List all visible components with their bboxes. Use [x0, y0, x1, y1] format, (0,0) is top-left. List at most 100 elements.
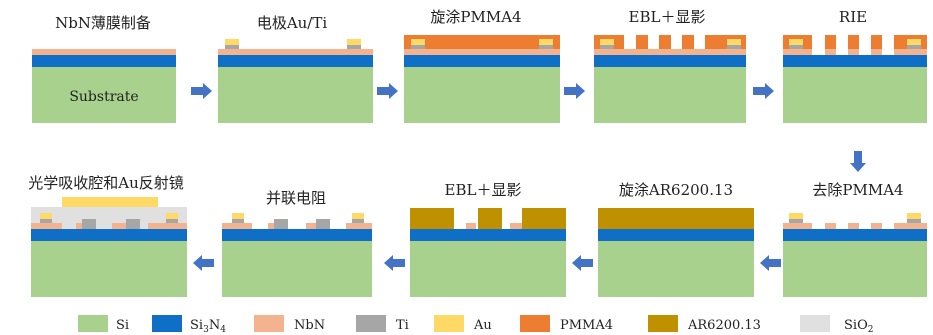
- au-pad: [600, 39, 614, 45]
- legend-item-ti: Ti: [356, 315, 409, 333]
- ti-pad: [352, 219, 364, 223]
- ti-pad: [907, 45, 921, 49]
- ti-pad: [411, 45, 425, 49]
- step-8-ebl-develop: EBL＋显影: [410, 181, 566, 297]
- ti-resistor: [316, 219, 330, 229]
- step-1-nbn-film: NbN薄膜制备 Substrate: [32, 14, 176, 123]
- step-4-ebl-develop: EBL＋显影: [594, 8, 746, 123]
- legend-item-sio2: SiO2: [800, 315, 873, 335]
- layer-si: [32, 67, 176, 123]
- au-pad: [907, 39, 921, 45]
- ti-pad: [225, 45, 239, 49]
- ti-pad: [907, 219, 921, 223]
- layer-si3n4: [404, 55, 560, 67]
- step-9-shunt-resistor: 并联电阻: [222, 189, 372, 297]
- au-pad: [411, 39, 425, 45]
- step-label: 并联电阻: [266, 189, 326, 207]
- au-pad: [225, 39, 239, 45]
- nbn-pattern: [783, 223, 927, 229]
- pmma4-pattern: [594, 35, 746, 49]
- layer-nbn: [218, 49, 373, 55]
- ti-pad: [789, 45, 803, 49]
- step-2-electrodes: 电极Au/Ti: [218, 14, 373, 123]
- legend: Si Si3N4 NbN Ti Au PMMA4 AR6200.13 SiO2: [78, 315, 873, 335]
- step-label: NbN薄膜制备: [55, 14, 151, 32]
- ar6200-pattern: [410, 208, 566, 229]
- au-pad: [907, 213, 921, 219]
- step-label: EBL＋显影: [629, 8, 706, 26]
- step-3-spin-pmma4: 旋涂PMMA4: [404, 8, 560, 123]
- legend-label: Si: [116, 318, 129, 333]
- layer-si3n4: [410, 229, 566, 241]
- arrow-down-icon: [850, 151, 866, 172]
- step-label: 旋涂AR6200.13: [619, 181, 733, 199]
- nbn-pattern: [783, 49, 927, 55]
- nbn-pattern: [31, 223, 187, 229]
- legend-label: NbN: [294, 318, 325, 333]
- ti-resistor: [126, 219, 140, 229]
- au-pad: [166, 213, 178, 219]
- au-pad: [789, 39, 803, 45]
- layer-nbn: [404, 49, 560, 55]
- legend-item-ar6200: AR6200.13: [648, 315, 761, 333]
- flow-arrows: [191, 83, 866, 271]
- layer-si3n4: [783, 55, 927, 67]
- layer-si3n4: [31, 229, 187, 241]
- layer-nbn: [32, 49, 176, 55]
- pmma4-pattern: [783, 35, 927, 49]
- layer-si: [783, 241, 927, 297]
- legend-label: SiO2: [844, 318, 873, 335]
- step-label: EBL＋显影: [445, 181, 522, 199]
- layer-si3n4: [222, 229, 372, 241]
- legend-swatch: [152, 315, 182, 332]
- arrow-right-icon: [753, 83, 774, 99]
- arrow-left-icon: [384, 255, 405, 271]
- layer-si3n4: [32, 55, 176, 67]
- layer-si: [598, 241, 754, 297]
- layer-si3n4: [598, 229, 754, 241]
- step-label: 旋涂PMMA4: [430, 8, 521, 26]
- legend-label: PMMA4: [560, 318, 613, 333]
- ti-pad: [232, 219, 244, 223]
- au-pad: [232, 213, 244, 219]
- step-label: RIE: [839, 8, 867, 26]
- legend-item-si3n4: Si3N4: [152, 315, 226, 335]
- ti-pad: [347, 45, 361, 49]
- nbn-pattern: [222, 223, 372, 229]
- step-label: 光学吸收腔和Au反射镜: [28, 174, 184, 192]
- step-10-optical-cavity: 光学吸收腔和Au反射镜: [28, 174, 187, 297]
- layer-si: [594, 67, 746, 123]
- au-pad: [539, 39, 553, 45]
- layer-si3n4: [218, 55, 373, 67]
- au-pad: [727, 39, 741, 45]
- legend-swatch: [356, 315, 386, 332]
- layer-si: [410, 241, 566, 297]
- step-7-spin-ar6200: 旋涂AR6200.13: [598, 181, 754, 297]
- ti-pad: [166, 219, 178, 223]
- layer-si: [783, 67, 927, 123]
- ti-pad: [40, 219, 52, 223]
- ti-pad: [727, 45, 741, 49]
- layer-si: [218, 67, 373, 123]
- ti-pad: [539, 45, 553, 49]
- layer-si: [222, 241, 372, 297]
- legend-item-pmma4: PMMA4: [520, 315, 613, 333]
- legend-swatch: [78, 315, 108, 332]
- layer-si: [31, 241, 187, 297]
- au-pad: [352, 213, 364, 219]
- legend-swatch: [254, 315, 284, 332]
- layer-si: [404, 67, 560, 123]
- arrow-left-icon: [760, 255, 781, 271]
- step-label: 去除PMMA4: [812, 181, 903, 199]
- arrow-right-icon: [564, 83, 585, 99]
- layer-nbn: [594, 49, 746, 55]
- layer-si3n4: [594, 55, 746, 67]
- layer-ar6200: [598, 208, 754, 229]
- ti-resistor: [82, 219, 96, 229]
- ti-pad: [789, 219, 803, 223]
- legend-item-nbn: NbN: [254, 315, 325, 333]
- au-pad: [40, 213, 52, 219]
- arrow-right-icon: [191, 83, 212, 99]
- au-pad: [347, 39, 361, 45]
